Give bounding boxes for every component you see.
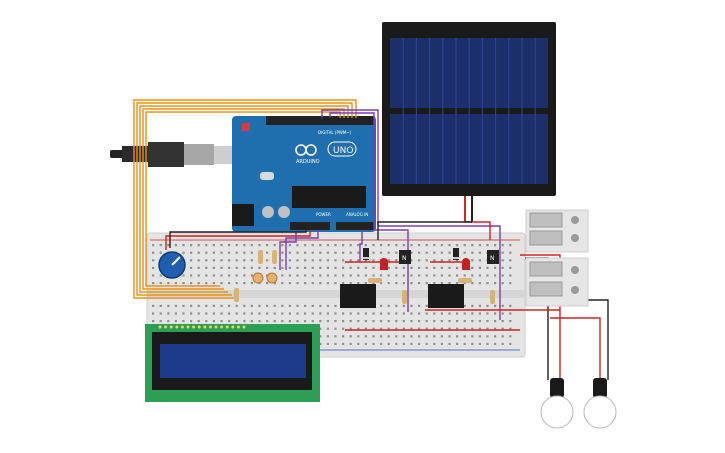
- solar-panel: [382, 22, 556, 222]
- photoresistor-icon: [252, 272, 278, 284]
- arduino-model-label: UNO: [333, 146, 353, 156]
- power-header-label: POWER: [316, 212, 331, 217]
- relay-icon: [340, 284, 464, 308]
- lcd-display: [145, 324, 320, 402]
- analog-header-label: ANALOG IN: [346, 212, 368, 217]
- potentiometer-icon: [158, 251, 186, 279]
- transistor-2-label: N: [490, 255, 495, 262]
- microcontroller-chip: [292, 186, 366, 208]
- solar-cell-grid: [402, 38, 536, 184]
- arduino-brand-label: ARDUINO: [296, 159, 320, 165]
- transistor-1-label: N: [402, 255, 407, 262]
- light-bulb-icon: [540, 378, 617, 429]
- signal-wires: [279, 109, 501, 320]
- arduino-logo-icon: [295, 144, 317, 156]
- diode-icon: [363, 248, 459, 260]
- lcd-pin-header: [158, 325, 246, 329]
- resistor-icon: [234, 250, 495, 304]
- led-icon: [380, 258, 470, 270]
- digital-header-label: DIGITAL (PWM~): [318, 130, 352, 135]
- usb-cable-icon: [110, 142, 254, 167]
- breadboard-holes: [152, 244, 512, 345]
- transistor: N N: [399, 250, 499, 264]
- arduino-uno-board: ARDUINO UNO DIGITAL (PWM~) POWER ANALOG …: [232, 116, 376, 232]
- relay-module: [525, 209, 589, 307]
